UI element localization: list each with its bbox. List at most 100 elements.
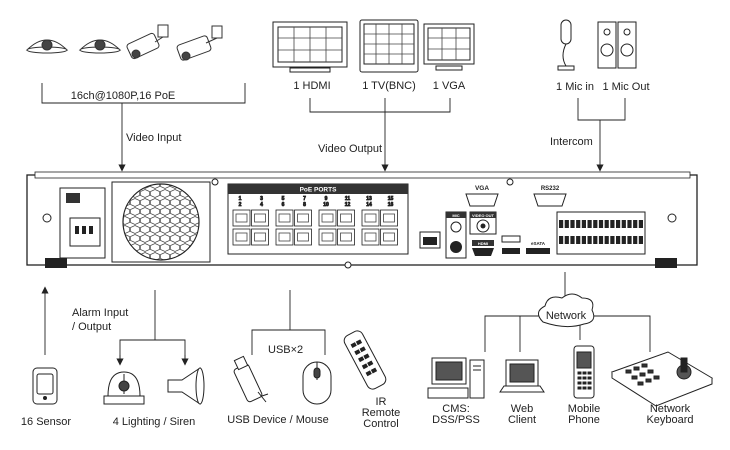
alarm-terminal [598, 220, 604, 228]
network-connector [484, 272, 651, 352]
monitor-tv-icon [359, 19, 419, 73]
alarm-terminal [559, 236, 564, 244]
alarm-terminal [610, 220, 615, 228]
alarm-terminal [559, 220, 564, 228]
cameras-spec-label: 16ch@1080P,16 PoE [70, 90, 176, 102]
poe-port-number: 6 [282, 202, 285, 208]
usb-x2-label: USB×2 [268, 344, 304, 356]
ir-label-line1: IR [375, 396, 387, 408]
alarm-io-label-line1: Alarm Input [72, 307, 129, 319]
video-input-label: Video Input [126, 132, 182, 144]
poe-port-number: 5 [282, 196, 285, 202]
speaker-icon [597, 21, 637, 69]
poe-port-socket [278, 232, 291, 242]
video-input-connector [41, 83, 246, 172]
alarm-terminal [593, 236, 598, 244]
esata-port-label: eSATA [531, 241, 546, 246]
alarm-terminal [638, 220, 643, 228]
poe-port-number: 3 [260, 196, 263, 202]
alarm-terminal [616, 220, 621, 228]
poe-port-socket [383, 213, 395, 223]
alarm-terminal [593, 220, 598, 228]
siren-icon [167, 367, 205, 405]
poe-port-number: 8 [303, 202, 306, 208]
alarm-terminal [581, 220, 586, 228]
poe-port-number: 14 [366, 202, 372, 208]
alarm-terminal [610, 236, 615, 244]
hdmi-port-label: HDMI [478, 241, 488, 246]
poe-port-socket [254, 232, 266, 242]
alarm-terminal [621, 236, 626, 244]
poe-port-socket [297, 232, 309, 242]
usb-drive-icon [233, 355, 269, 403]
lighting-icon [103, 371, 145, 405]
poe-port-number: 15 [388, 196, 394, 202]
intercom-label: Intercom [550, 136, 593, 148]
vga-port-label: VGA [475, 185, 489, 192]
alarm-terminal [621, 220, 626, 228]
poe-port-socket [254, 213, 266, 223]
poe-port-number: 1 [239, 196, 242, 202]
mouse-icon [302, 361, 332, 405]
dome-camera-icon [78, 39, 122, 54]
poe-port-socket [383, 232, 395, 242]
network-keyboard-label-line2: Keyboard [646, 414, 694, 426]
poe-port-socket [321, 232, 334, 242]
intercom-connector [577, 98, 626, 172]
alarm-terminal [587, 236, 592, 244]
monitor-vga-icon [423, 23, 475, 71]
poe-ports-label: PoE PORTS [300, 187, 338, 194]
bullet-camera-icon [126, 24, 169, 60]
web-client-label-line1: Web [510, 403, 534, 415]
poe-port-socket [235, 232, 248, 242]
usb-connector [251, 290, 326, 355]
poe-port-number: 10 [323, 202, 329, 208]
sensor-icon [32, 367, 58, 405]
poe-port-number: 16 [388, 202, 394, 208]
ir-label-line2: Remote [361, 407, 401, 419]
poe-port-socket [364, 213, 377, 223]
poe-port-socket [235, 213, 248, 223]
poe-port-socket [340, 213, 352, 223]
camera-group [25, 24, 223, 61]
alarm-terminal [598, 236, 604, 244]
poe-port-number: 11 [345, 196, 351, 202]
network-cloud-icon [538, 293, 595, 328]
network-keyboard-icon [610, 351, 714, 407]
ir-remote-icon [343, 330, 387, 390]
alarm-connector [41, 286, 189, 366]
alarm-terminal [581, 236, 586, 244]
poe-port-number: 2 [239, 202, 242, 208]
web-client-label-line2: Client [507, 414, 537, 426]
alarm-terminal [638, 236, 643, 244]
alarm-terminal [627, 220, 632, 228]
alarm-terminal [616, 236, 621, 244]
poe-port-socket [321, 213, 334, 223]
rs232-port-label: RS232 [541, 186, 560, 192]
poe-port-socket [297, 213, 309, 223]
alarm-terminal [570, 236, 575, 244]
mic-in-label: 1 Mic in [556, 81, 594, 93]
video-output-connector [309, 98, 451, 172]
alarm-terminal [627, 236, 632, 244]
sensor-label: 16 Sensor [20, 416, 72, 428]
alarm-terminal [604, 220, 609, 228]
poe-port-number: 13 [366, 196, 372, 202]
laptop-icon [499, 359, 545, 393]
bullet-camera-icon [176, 25, 223, 61]
poe-port-socket [340, 232, 352, 242]
video-out-port-label: VIDEO OUT [472, 213, 495, 218]
video-output-label: Video Output [318, 143, 383, 155]
poe-port-number: 12 [345, 202, 351, 208]
alarm-terminal [564, 220, 569, 228]
alarm-terminal [576, 236, 581, 244]
mobile-phone-icon [573, 345, 595, 399]
tv-output-label: 1 TV(BNC) [362, 80, 416, 92]
poe-port-number: 7 [303, 196, 306, 202]
alarm-terminal [570, 220, 575, 228]
network-label: Network [545, 310, 587, 322]
cms-label-line2: DSS/PSS [432, 414, 480, 426]
alarm-terminal [604, 236, 609, 244]
